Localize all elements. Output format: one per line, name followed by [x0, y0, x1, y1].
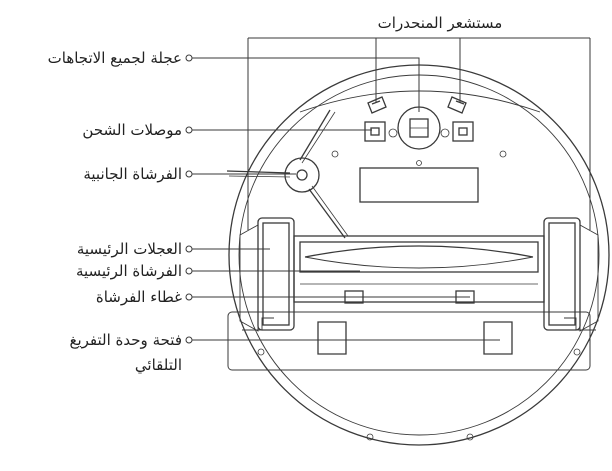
robot-body-inner-outline [238, 74, 600, 436]
cliff-sensor-left [367, 96, 387, 114]
label-cliff-sensors: مستشعر المنحدرات [377, 14, 503, 32]
label-auto-empty-port-line1: فتحة وحدة التفريغ [69, 331, 183, 349]
leader-cliff-sensors [247, 37, 591, 230]
main-wheel-left [239, 217, 295, 332]
main-brush [304, 245, 534, 269]
omni-wheel [397, 106, 441, 150]
brush-cover-latches [300, 283, 538, 304]
side-brush [226, 109, 349, 239]
label-plate [359, 167, 479, 203]
auto-empty-port [227, 311, 596, 371]
label-charging-contacts: موصلات الشحن [82, 121, 182, 139]
label-main-brush: الفرشاة الرئيسية [75, 262, 182, 280]
charging-contact-right [452, 121, 474, 142]
bumper-arc [299, 90, 541, 113]
label-auto-empty-port-line2: التلقائي [134, 356, 182, 374]
cliff-sensor-right [447, 96, 467, 114]
main-brush-cover [293, 235, 545, 303]
label-brush-cover: غطاء الفرشاة [95, 288, 182, 306]
label-omni-wheel: عجلة لجميع الاتجاهات [47, 49, 182, 67]
label-side-brush: الفرشاة الجانبية [83, 165, 182, 183]
robot-body-outline [228, 64, 610, 446]
label-main-wheels: العجلات الرئيسية [76, 240, 182, 258]
charging-contact-left [364, 121, 386, 142]
leader-omni-wheel [192, 57, 420, 112]
